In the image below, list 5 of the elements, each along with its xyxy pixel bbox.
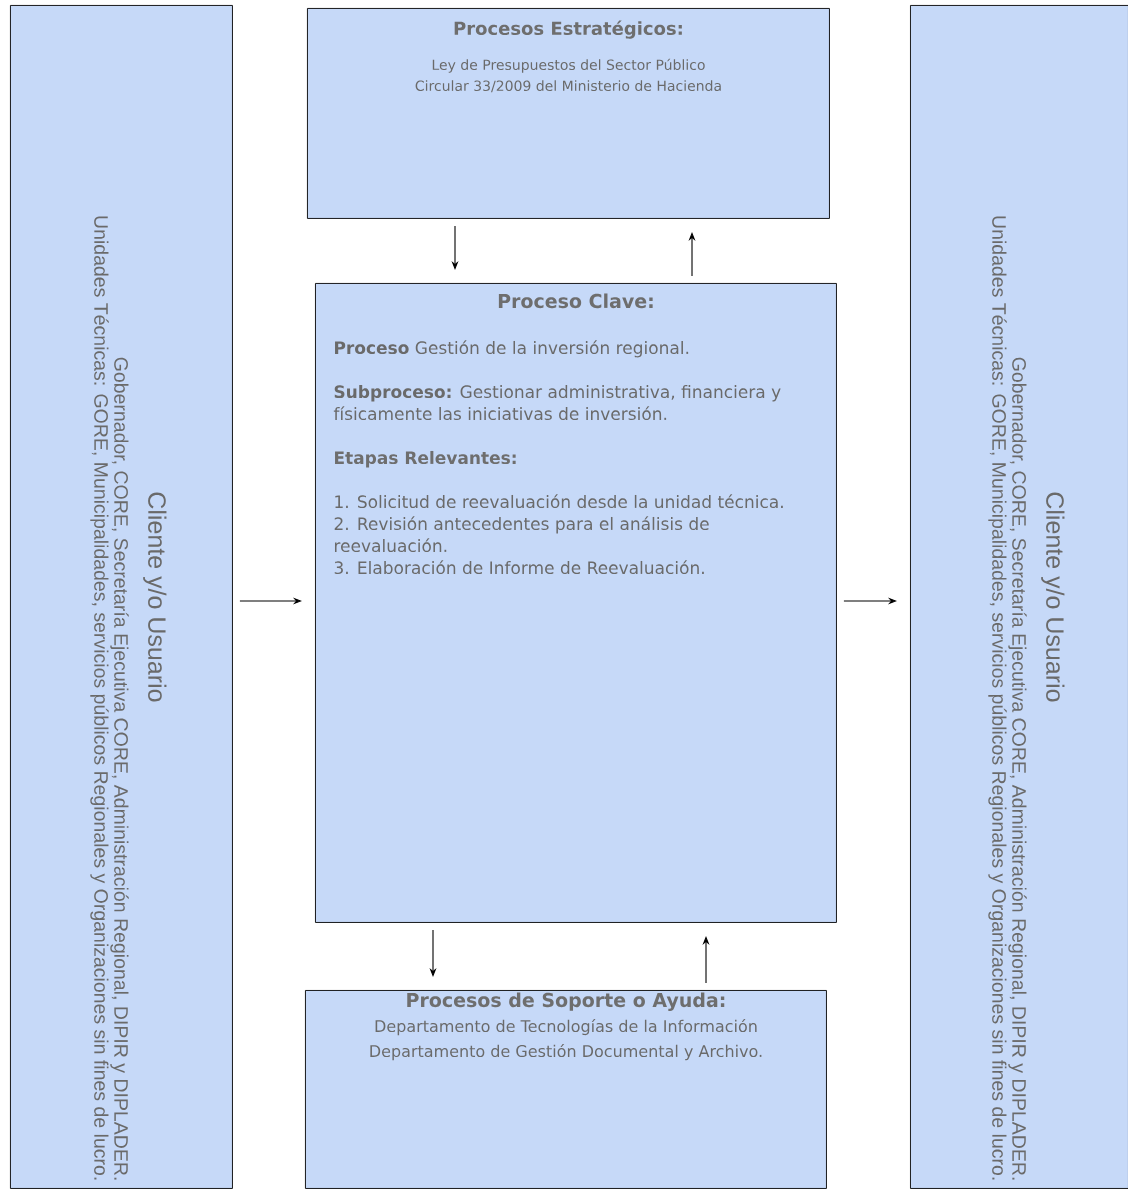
process-box: Procesos Estratégicos: Ley de Presupuestos del Sector Público Circular 33/2009 del Ministerio de Hacienda — [307, 8, 830, 219]
process-box: Cliente y/o Usuario Gobernador, CORE, Secretaría Ejecutiva CORE, Administración Regional, DIPIR y DIPLADER. Unidades Técnicas: GORE, Municipalidades, servicios públicos Regionales y Organizaciones sin fines de lucro. — [910, 5, 1128, 1189]
process-box: Proceso Clave: Proceso Gestión de la inversión regional. Subproceso: Gestionar administrativa, financiera y físicamente las iniciativas de inversión. Etapas Relevantes: 1. Solicitud de reevaluación desde la unidad técnica. 2. Revisión antecedentes para el análisis de reevaluación. 3. Elaboración de Informe de Reevaluación. — [315, 283, 837, 923]
process-box: Cliente y/o Usuario Gobernador, CORE, Secretaría Ejecutiva CORE, Administración Regional, DIPIR y DIPLADER. Unidades Técnicas: GORE, Municipalidades, servicios públicos Regionales y Organizaciones sin fines de lucro. — [10, 5, 233, 1189]
process-box: Procesos de Soporte o Ayuda: Departamento de Tecnologías de la Información Departamento de Gestión Documental y Archivo. — [305, 990, 827, 1189]
